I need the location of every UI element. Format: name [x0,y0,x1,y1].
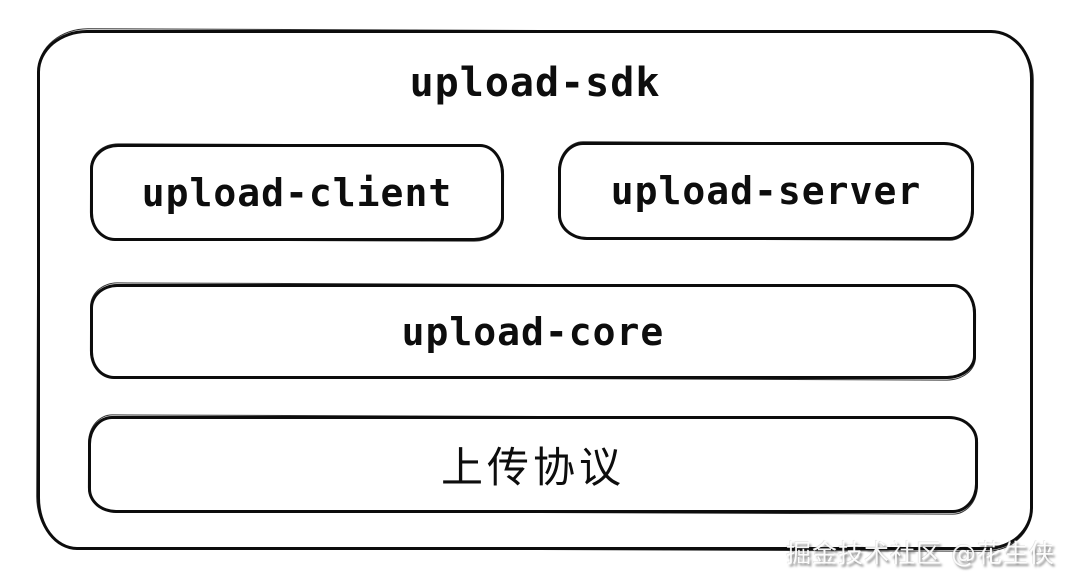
node-upload-client-label: upload-client [141,170,453,215]
node-upload-server-label: upload-server [610,169,922,213]
watermark-text: 掘金技术社区 @花生侠 [786,539,1055,568]
node-upload-server: upload-server [558,142,974,240]
node-upload-client: upload-client [90,144,504,241]
node-upload-core: upload-core [90,284,976,379]
node-upload-protocol: 上传协议 [88,416,978,513]
node-upload-core-label: upload-core [401,309,665,354]
node-upload-protocol-label: 上传协议 [440,443,625,492]
diagram-title: upload-sdk [409,60,661,106]
